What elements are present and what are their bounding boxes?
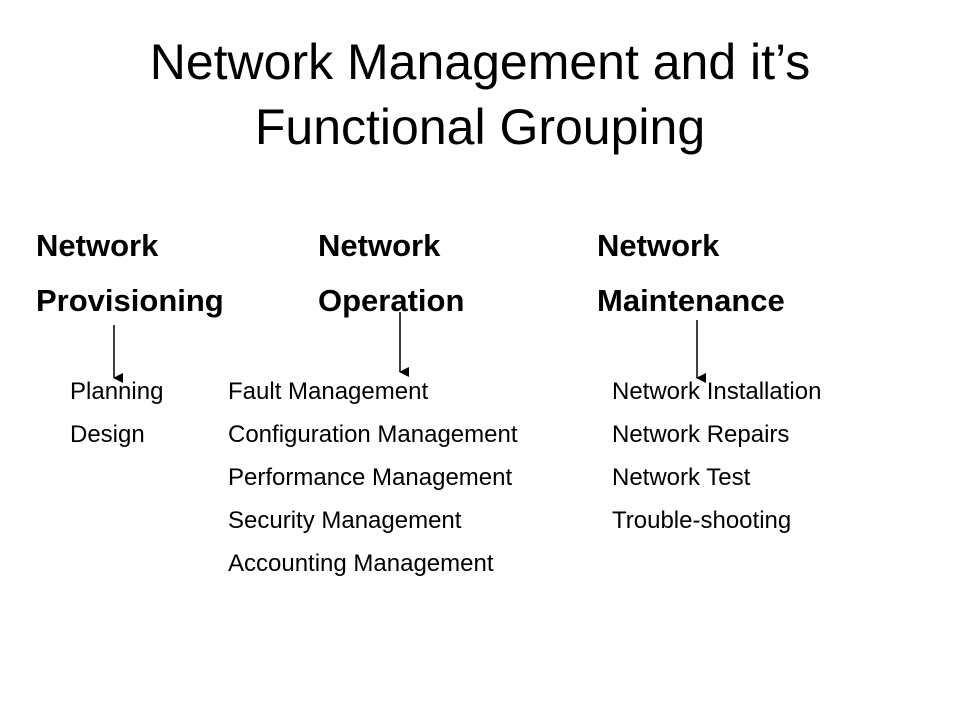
provisioning-heading-line-1: Network [36,228,159,263]
list-item-fault-management: Fault Management [228,378,429,405]
list-item-configuration-management: Configuration Management [228,421,518,448]
operation-heading-line-2: Operation [318,283,465,318]
slide-title-line-2: Functional Grouping [254,99,706,155]
provisioning-heading-line-2: Provisioning [36,283,224,318]
list-item-network-repairs: Network Repairs [612,421,790,448]
maintenance-heading-line-2: Maintenance [597,283,785,318]
list-item-security-management: Security Management [228,507,462,534]
list-item-performance-management: Performance Management [228,464,513,491]
list-item-planning: Planning [70,378,164,405]
list-item-network-test: Network Test [612,464,751,491]
list-item-trouble-shooting: Trouble-shooting [612,507,792,534]
operation-heading-line-1: Network [318,228,441,263]
list-item-design: Design [70,421,145,448]
maintenance-heading-line-1: Network [597,228,720,263]
list-item-accounting-management: Accounting Management [228,550,494,577]
slide-title: Network Management and it’s Functional G… [0,30,960,160]
list-item-network-installation: Network Installation [612,378,822,405]
slide-title-line-1: Network Management and it’s [149,34,811,90]
